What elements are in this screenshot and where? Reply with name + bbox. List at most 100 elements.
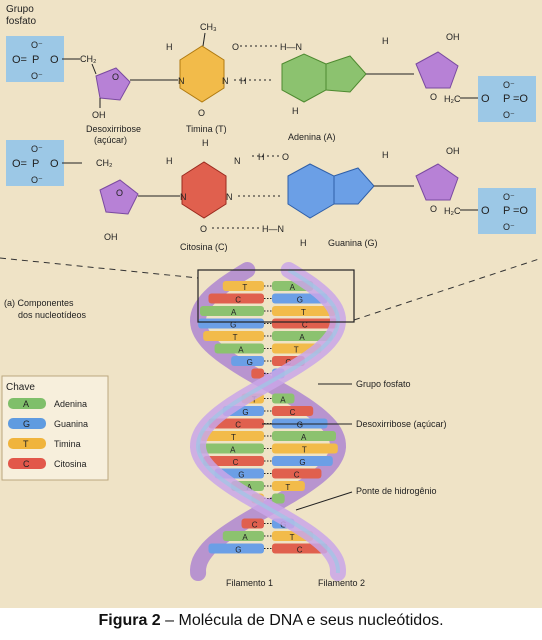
base-letter: G	[230, 321, 236, 330]
sugar-2-o: O	[430, 92, 437, 102]
phosphate-3-p: P	[32, 158, 39, 170]
phosphate-2-o-top: O⁻	[503, 80, 515, 90]
base-c	[203, 456, 264, 466]
adenine-h2: H	[292, 106, 299, 116]
key-title: Chave	[6, 382, 35, 393]
adenine-h: H	[382, 36, 389, 46]
phosphate-box-1	[6, 36, 64, 82]
base-letter: A	[238, 346, 244, 355]
phosphate-1-p: P	[32, 54, 39, 66]
cytosine-n2: N	[226, 192, 233, 202]
base-g	[208, 543, 264, 554]
thymine-ring	[179, 45, 225, 103]
phosphate-2-o-right: =O	[513, 93, 528, 105]
label-componentes-line2: dos nucleotídeos	[18, 310, 87, 320]
label-desoxirribose-helix: Desoxirribose (açúcar)	[356, 419, 447, 429]
phosphate-box-3	[6, 140, 64, 186]
base-letter: G	[297, 421, 303, 430]
thymine-o2: O	[232, 42, 239, 52]
base-letter: T	[290, 533, 295, 542]
phosphate-4-o-left: O	[481, 205, 490, 217]
base-t	[200, 431, 264, 441]
base-letter: A	[230, 446, 236, 455]
cytosine-ring	[181, 161, 227, 219]
base-letter: A	[301, 433, 307, 442]
phosphate-4-o-top: O⁻	[503, 192, 515, 202]
sugar-3-o: O	[116, 188, 123, 198]
base-t	[203, 331, 264, 341]
base-a	[272, 493, 285, 504]
guanine-h2: H	[300, 238, 307, 248]
sugar-3-oh: OH	[104, 232, 118, 242]
label-timina: Timina (T)	[186, 124, 227, 134]
base-a	[272, 393, 295, 404]
key-name-adenina: Adenina	[54, 399, 87, 409]
key-swatch-citosina	[8, 458, 46, 469]
base-c	[251, 368, 264, 379]
base-letter: A	[299, 333, 305, 342]
bond	[91, 63, 97, 75]
base-c	[208, 293, 264, 304]
base-letter: C	[297, 546, 303, 555]
base-g	[272, 456, 333, 466]
sugar-pentagon-2	[415, 51, 459, 89]
base-letter: G	[238, 471, 244, 480]
guanine-h: H	[382, 150, 389, 160]
dna-figure: Grupo fosfato O⁻ O= P O O⁻ CH₂ O OH Deso…	[0, 4, 542, 588]
base-letter: C	[302, 321, 308, 330]
base-c	[272, 468, 322, 479]
base-t	[272, 306, 336, 316]
zoom-line-right	[353, 257, 542, 321]
sugar-1-oh: OH	[92, 110, 106, 120]
cytosine-nh: N	[234, 156, 241, 166]
label-componentes-line1: (a) Componentes	[4, 298, 74, 308]
key-name-guanina: Guanina	[54, 419, 88, 429]
base-g	[198, 318, 264, 329]
sugar-4-o: O	[430, 204, 437, 214]
base-a	[198, 443, 264, 454]
phosphate-4-o-bottom: O⁻	[503, 222, 515, 232]
label-filamento-1: Filamento 1	[226, 578, 273, 588]
guanine-ring-5	[333, 167, 375, 205]
phosphate-box-4	[478, 188, 536, 234]
key-letter-c: C	[23, 459, 30, 469]
label-grupo-fosfato-helix: Grupo fosfato	[356, 379, 411, 389]
thymine-o: O	[198, 108, 205, 118]
key-letter-t: T	[23, 439, 29, 449]
label-grupo-fosfato-line2: fosfato	[6, 16, 36, 27]
base-letter: A	[280, 396, 286, 405]
base-t	[272, 443, 338, 454]
base-c	[241, 518, 264, 529]
zoom-box	[197, 269, 355, 323]
base-letter: T	[294, 346, 299, 355]
base-letter: G	[299, 458, 305, 467]
phosphate-3-o-bottom: O⁻	[31, 175, 43, 185]
adenine-hn: H—N	[280, 42, 302, 52]
cytosine-o: O	[200, 224, 207, 234]
ch2-label-2: CH₂	[96, 158, 113, 168]
base-letter: T	[302, 446, 307, 455]
caption-text: – Molécula de DNA e seus nucleótidos.	[160, 612, 444, 629]
base-letter: T	[231, 433, 236, 442]
base-letter: G	[297, 296, 303, 305]
guanine-ring-6	[287, 163, 335, 219]
phosphate-2-p: P	[503, 93, 510, 105]
ch2-label-1: CH₂	[80, 54, 97, 64]
caption-bold: Figura 2	[98, 612, 161, 629]
base-letter: C	[252, 521, 258, 530]
phosphate-1-o-left: O=	[12, 54, 27, 66]
base-letter: C	[235, 421, 241, 430]
key-letter-a: A	[23, 399, 29, 409]
base-letter: G	[235, 546, 241, 555]
label-adenina: Adenina (A)	[288, 132, 336, 142]
key-swatch-adenina	[8, 398, 46, 409]
phosphate-1-o-right: O	[50, 54, 59, 66]
phosphate-1-o-top: O⁻	[31, 40, 43, 50]
label-citosina: Citosina (C)	[180, 242, 228, 252]
label-filamento-2: Filamento 2	[318, 578, 365, 588]
dna-figure-panel: Grupo fosfato O⁻ O= P O O⁻ CH₂ O OH Deso…	[0, 0, 542, 608]
label-guanina: Guanina (G)	[328, 238, 378, 248]
